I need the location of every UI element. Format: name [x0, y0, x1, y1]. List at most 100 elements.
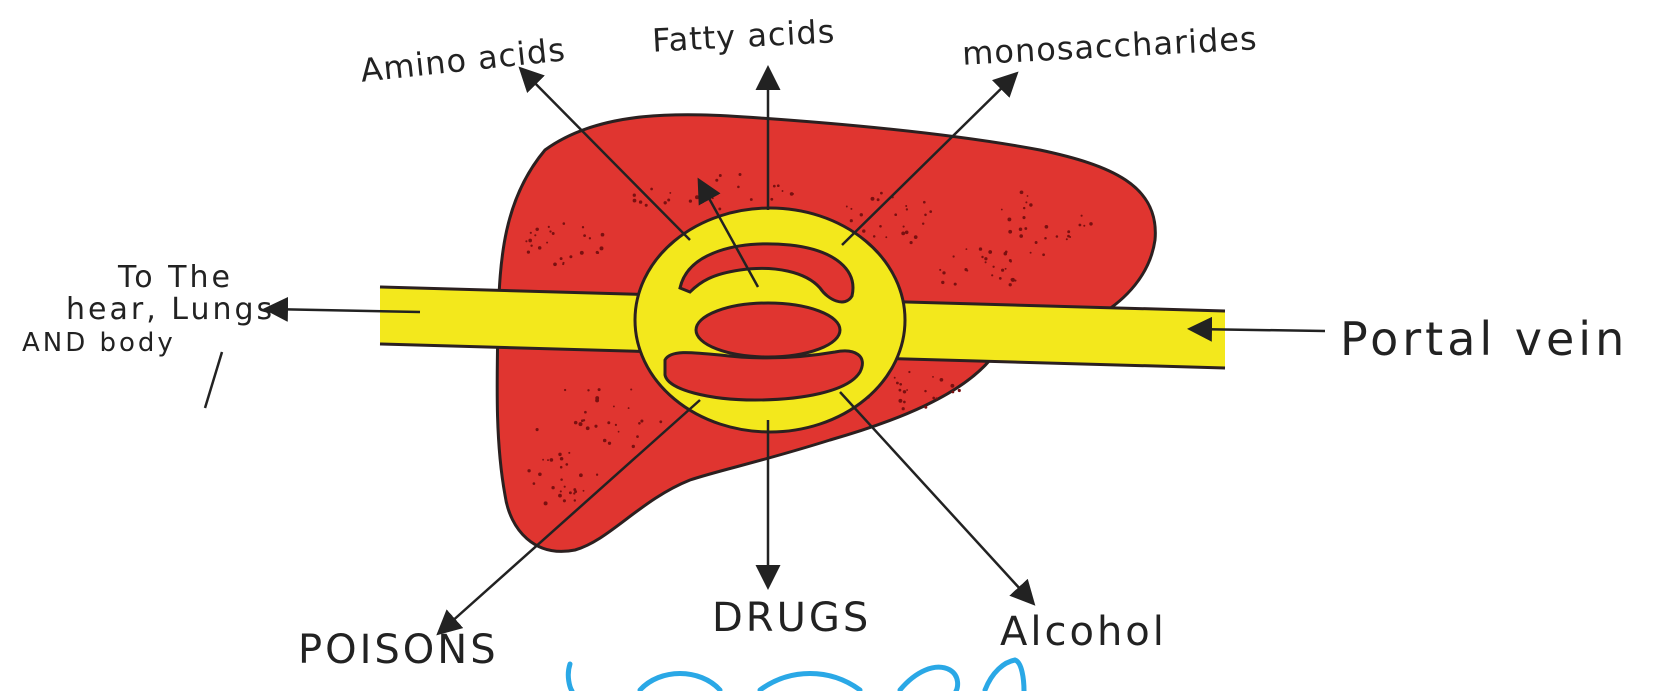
label-drugs: DRUGS [712, 598, 871, 638]
texture-dot [770, 198, 773, 201]
texture-dot [981, 256, 983, 258]
texture-dot [885, 236, 887, 238]
texture-dot [1089, 222, 1092, 225]
texture-dot [954, 283, 957, 286]
texture-dot [596, 474, 598, 476]
texture-dot [569, 255, 572, 258]
texture-dot [613, 405, 615, 407]
texture-dot [1022, 216, 1025, 219]
texture-dot [894, 213, 897, 216]
texture-dot [535, 228, 538, 231]
texture-dot [908, 371, 910, 373]
texture-dot [548, 226, 550, 228]
texture-dot [560, 490, 562, 492]
texture-dot [923, 201, 926, 204]
texture-dot [958, 389, 961, 392]
texture-dot [1027, 195, 1029, 197]
texture-dot [536, 428, 539, 431]
texture-dot [929, 210, 932, 213]
texture-dot [952, 391, 955, 394]
texture-dot [667, 199, 670, 202]
texture-dot [979, 247, 982, 250]
texture-dot [583, 234, 586, 237]
texture-dot [664, 201, 667, 204]
texture-dot [1083, 225, 1085, 227]
texture-dot [582, 226, 584, 228]
texture-dot [715, 179, 718, 182]
texture-dot [984, 257, 987, 260]
texture-dot [527, 469, 530, 472]
texture-dot [777, 184, 780, 187]
texture-dot [1024, 227, 1027, 230]
texture-dot [598, 388, 601, 391]
texture-dot [906, 208, 908, 210]
label-portal-vein: Portal vein [1340, 316, 1628, 362]
texture-dot [873, 235, 876, 238]
texture-dot [533, 482, 536, 485]
label-alcohol: Alcohol [1000, 612, 1167, 652]
texture-dot [879, 225, 882, 228]
texture-dot [1009, 259, 1012, 262]
texture-dot [750, 198, 753, 201]
texture-dot [1023, 207, 1025, 209]
texture-dot [1025, 201, 1027, 203]
texture-dot [550, 458, 554, 462]
texture-dot [558, 494, 562, 498]
texture-dot [1035, 241, 1038, 244]
texture-dot [1066, 238, 1068, 240]
texture-dot [640, 419, 643, 422]
texture-dot [633, 199, 637, 203]
texture-dot [941, 281, 944, 284]
texture-dot [525, 240, 527, 242]
arrow-alcohol [840, 392, 1032, 602]
texture-dot [950, 384, 954, 388]
texture-dot [565, 463, 568, 466]
label-destination-line-1: To The [118, 262, 233, 294]
texture-dot [546, 242, 548, 244]
texture-dot [942, 271, 945, 274]
texture-dot [659, 420, 662, 423]
texture-dot [792, 193, 794, 195]
texture-dot [898, 399, 902, 403]
texture-dot [574, 499, 576, 501]
texture-dot [579, 473, 583, 477]
texture-dot [880, 192, 883, 195]
texture-dot [564, 389, 566, 391]
texture-dot [586, 426, 590, 430]
texture-dot [569, 491, 572, 494]
texture-dot [695, 195, 699, 199]
ring-island-center [696, 303, 840, 357]
texture-dot [563, 222, 566, 225]
texture-dot [534, 234, 536, 236]
texture-dot [992, 266, 994, 268]
texture-dot [985, 261, 987, 263]
texture-dot [1030, 252, 1032, 254]
texture-dot [1044, 237, 1047, 240]
texture-dot [905, 230, 909, 234]
texture-dot [645, 204, 648, 207]
texture-dot [966, 270, 968, 272]
texture-dot [899, 389, 902, 392]
texture-dot [597, 252, 599, 254]
texture-dot [600, 246, 604, 250]
texture-dot [739, 173, 742, 176]
texture-dot [579, 422, 583, 426]
texture-dot [542, 459, 544, 461]
texture-dot [850, 208, 852, 210]
texture-dot [712, 197, 714, 199]
texture-dot [562, 263, 564, 265]
texture-dot [782, 190, 784, 192]
texture-dot [903, 226, 905, 228]
texture-dot [850, 219, 853, 222]
label-destination-line-3: AND body [22, 330, 176, 357]
texture-dot [618, 431, 620, 433]
texture-dot [952, 255, 954, 257]
texture-dot [639, 200, 642, 203]
texture-dot [615, 424, 617, 426]
texture-dot [871, 197, 875, 201]
texture-dot [650, 188, 653, 191]
texture-dot [603, 439, 607, 443]
texture-dot [903, 401, 906, 404]
texture-dot [905, 205, 907, 207]
